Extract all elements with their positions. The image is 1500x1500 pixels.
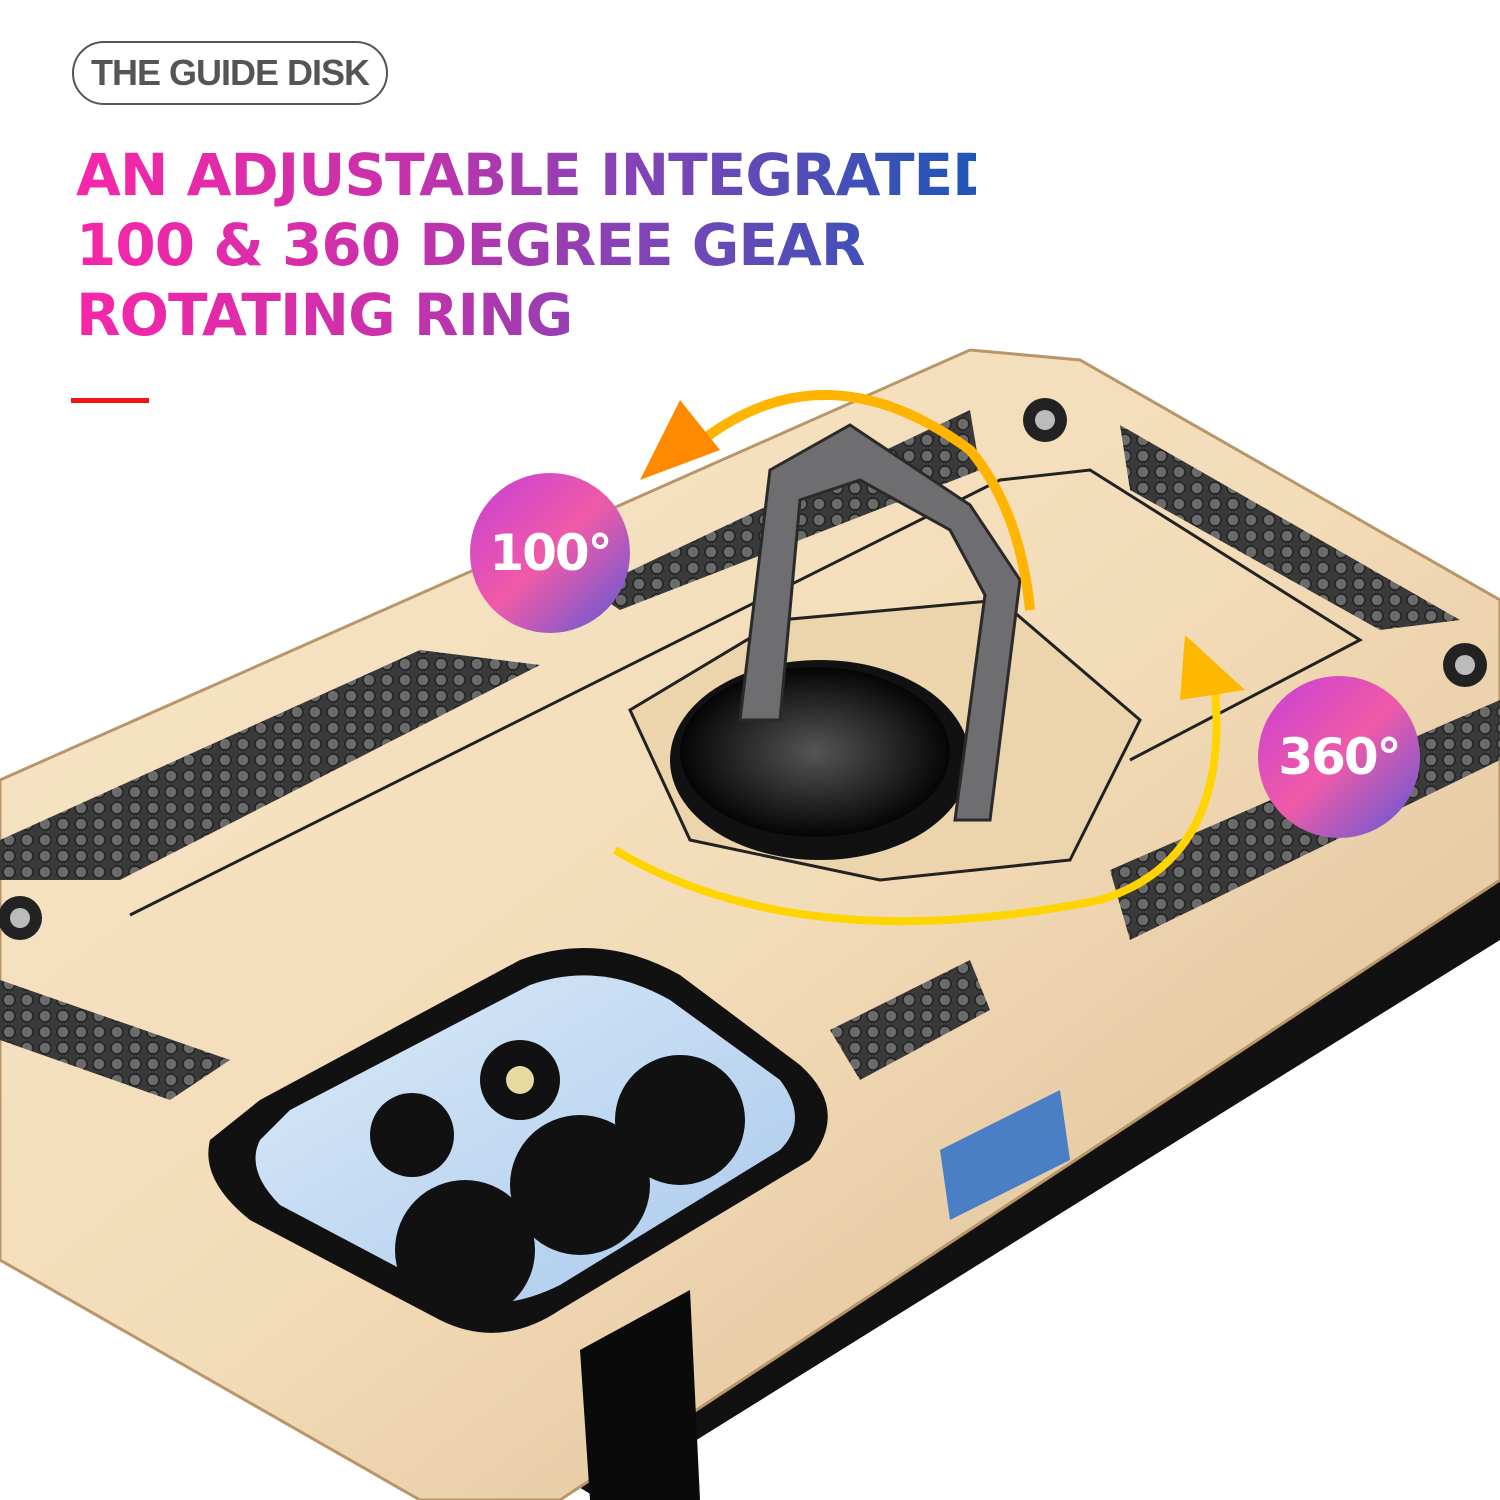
flash-light (506, 1066, 534, 1094)
grip-panel (1120, 425, 1460, 630)
screw-icon (1023, 398, 1067, 442)
screw-icon (0, 896, 42, 940)
grip-panel (0, 980, 230, 1100)
bumper-grip-ridges (580, 1290, 700, 1500)
section-label: THE GUIDE DISK (90, 52, 370, 93)
grip-panel (0, 650, 540, 880)
rotating-disc (680, 667, 950, 837)
camera-lens (395, 1180, 535, 1320)
case-frame-line (129, 468, 1364, 917)
badge-360-degree: 360° (1258, 676, 1420, 838)
camera-lens (615, 1055, 745, 1185)
arrow-left-icon (640, 400, 720, 480)
accent-divider (71, 398, 149, 403)
grip-panel (830, 960, 990, 1080)
camera-glass (255, 975, 795, 1303)
badge-label: 360° (1278, 728, 1401, 786)
camera-lens (370, 1093, 454, 1177)
rotation-arc-100 (686, 390, 1035, 611)
section-label-pill: THE GUIDE DISK (72, 41, 388, 105)
arrow-up-icon (1180, 635, 1245, 700)
camera-lens (510, 1115, 650, 1255)
badge-100-degree: 100° (470, 473, 630, 633)
metal-ring (738, 423, 1022, 822)
badge-label: 100° (489, 524, 612, 582)
side-button (940, 1090, 1070, 1220)
rotation-arc-360 (612, 689, 1221, 926)
screw-icon (1443, 643, 1487, 687)
